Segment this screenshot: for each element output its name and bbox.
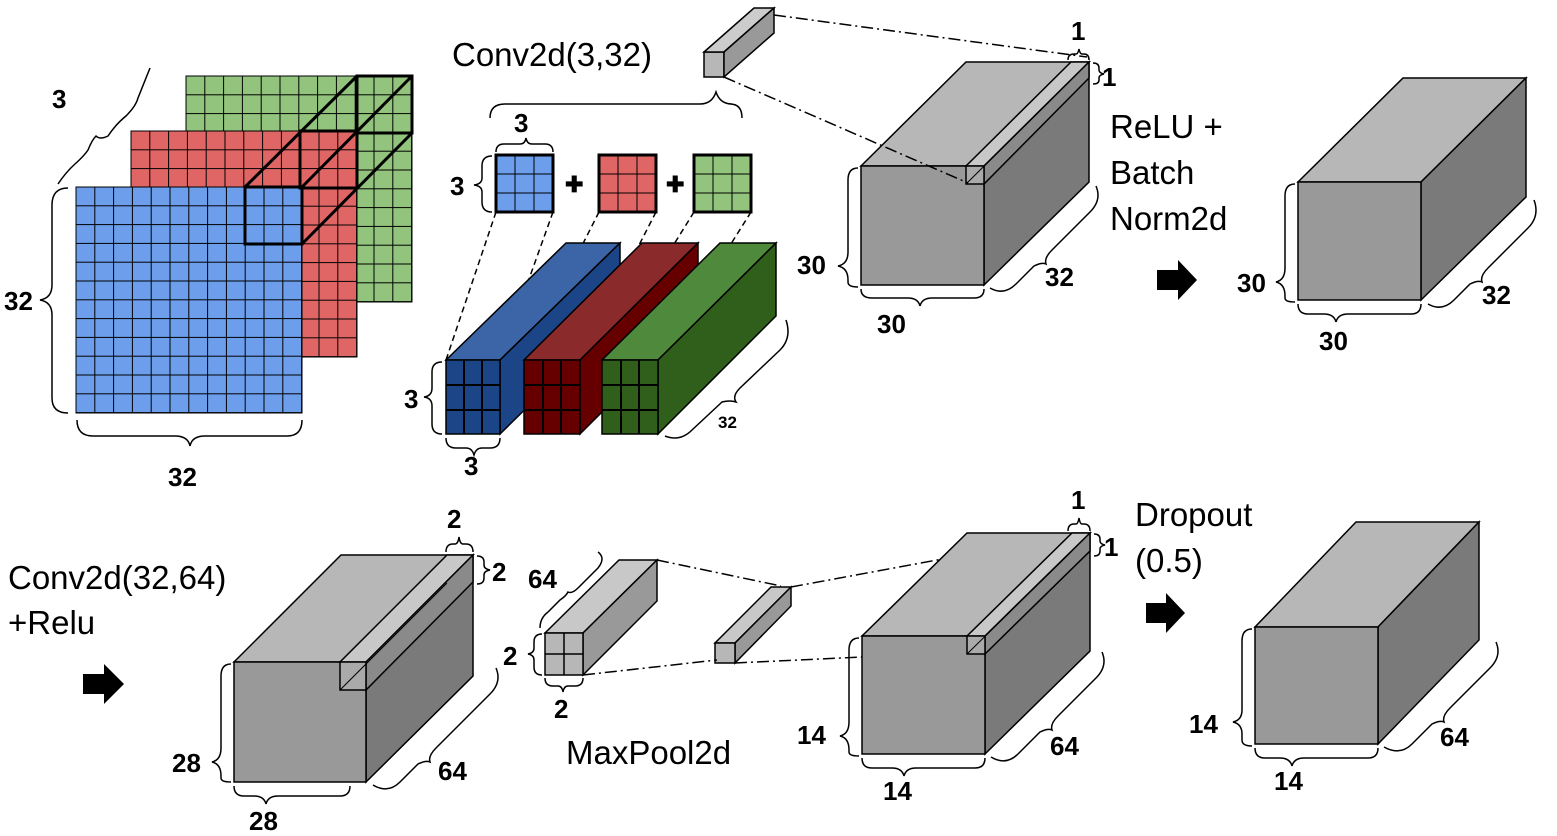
dropout-label-line2: (0.5) [1135, 542, 1203, 579]
pool-unit [713, 585, 793, 665]
bn-output-volume [1296, 76, 1528, 302]
kernel-green [692, 153, 753, 214]
dropout-out-h-brace [1232, 628, 1253, 747]
pool-h-label: 2 [503, 641, 517, 671]
conv1-unit-w-label: 1 [1071, 16, 1085, 46]
conv1-kernel-brace [489, 89, 743, 119]
plus-icon: ✚ [666, 172, 684, 197]
conv2-out-d-label: 64 [438, 756, 467, 786]
dropout-out-h-label: 14 [1189, 709, 1218, 739]
pool-depth-label: 64 [528, 564, 557, 594]
conv2-unit-w-label: 2 [447, 504, 461, 534]
pool-window [543, 558, 659, 677]
bn-out-d-brace [1427, 199, 1537, 308]
conv2-label-line2: +Relu [8, 604, 95, 641]
conv1-label: Conv2d(3,32) [452, 36, 652, 73]
dropout-out-d-brace [1383, 641, 1499, 752]
conv2-out-d-brace [372, 667, 499, 790]
kernel-red [597, 153, 658, 214]
conv2-output-volume [232, 553, 475, 784]
kernel-width-label: 3 [514, 108, 528, 138]
pool-unit-h-brace [1093, 533, 1106, 557]
pool-h-brace [527, 633, 543, 676]
blue-channel [75, 186, 303, 414]
conv1-unit-w-brace [1067, 48, 1090, 61]
arrow-right-icon [1146, 593, 1185, 633]
dropout-out-d-label: 64 [1440, 722, 1469, 752]
conv1-out-d-label: 32 [1045, 262, 1074, 292]
bn-out-w-label: 30 [1319, 326, 1348, 356]
bn-out-d-label: 32 [1482, 280, 1511, 310]
relu-bn-label-line2: Batch [1110, 154, 1194, 191]
arrow-right-icon [83, 664, 124, 704]
bn-out-h-brace [1275, 183, 1296, 303]
stack-height-label: 3 [404, 384, 418, 414]
conv1-out-w-label: 30 [877, 309, 906, 339]
kernel-height-brace [473, 155, 493, 213]
conv1-kernel-unit [702, 6, 776, 79]
kernel-height-label: 3 [450, 171, 464, 201]
dropout-label-line1: Dropout [1135, 496, 1252, 533]
conv2-out-h-brace [211, 663, 232, 783]
conv1-unit-h-label: 1 [1102, 62, 1116, 92]
conv2-unit-w-brace [445, 536, 474, 553]
pool-out-d-label: 64 [1050, 731, 1079, 761]
conv2-out-w-brace [233, 785, 351, 805]
input-volume: 3 32 32 [4, 67, 414, 492]
pool-out-w-brace [861, 757, 986, 777]
conv2-out-h-label: 28 [172, 748, 201, 778]
maxpool-label: MaxPool2d [566, 734, 731, 771]
conv2-out-w-label: 28 [249, 806, 278, 836]
stack-width-label: 3 [464, 451, 478, 481]
conv2-label-line1: Conv2d(32,64) [8, 559, 226, 596]
conv1-out-w-brace [860, 288, 985, 307]
dropout-out-w-brace [1254, 747, 1379, 767]
input-width-label: 32 [168, 462, 197, 492]
stack-width-brace [445, 437, 501, 458]
pool-out-h-label: 14 [797, 720, 826, 750]
kernel-width-brace [495, 137, 554, 153]
stack-depth-label: 32 [718, 413, 737, 432]
conv1-output-volume [859, 60, 1091, 287]
pool-w-label: 2 [554, 694, 568, 724]
pool-output-volume [860, 531, 1092, 756]
stack-depth-brace [664, 319, 789, 439]
pool-unit-w-brace [1067, 517, 1091, 532]
pool-out-d-brace [990, 651, 1105, 762]
arrow-right-icon [1157, 260, 1197, 300]
input-width-brace [76, 419, 303, 447]
conv1-projection-lines [723, 14, 1088, 184]
pool-out-w-label: 14 [883, 776, 912, 806]
input-depth-brace [57, 67, 151, 185]
bn-out-w-brace [1297, 303, 1422, 323]
conv1-unit-h-brace [1092, 62, 1105, 85]
bn-out-h-label: 30 [1237, 268, 1266, 298]
kernel-stack-green [600, 241, 778, 436]
conv1-out-h-brace [837, 167, 859, 288]
input-height-label: 32 [4, 286, 33, 316]
conv1-out-d-brace [989, 185, 1099, 292]
input-depth-label: 3 [52, 84, 66, 114]
plus-icon: ✚ [565, 172, 583, 197]
conv2-unit-h-label: 2 [492, 557, 506, 587]
relu-bn-label-line1: ReLU + [1110, 108, 1223, 145]
conv2-unit-h-brace [476, 555, 491, 585]
stack-height-brace [423, 361, 443, 435]
pool-unit-w-label: 1 [1071, 485, 1085, 515]
pool-unit-h-label: 1 [1104, 532, 1118, 562]
kernel-slices: ✚ ✚ [494, 153, 753, 214]
conv1-out-h-label: 30 [797, 250, 826, 280]
relu-bn-label-line3: Norm2d [1110, 200, 1227, 237]
receptive-field-outline [243, 74, 414, 246]
pool-w-brace [544, 677, 584, 693]
pool-out-h-brace [839, 637, 860, 757]
dropout-output-volume [1253, 520, 1481, 746]
dropout-out-w-label: 14 [1274, 766, 1303, 796]
input-height-brace [39, 187, 69, 414]
pool-depth-brace [539, 551, 603, 629]
